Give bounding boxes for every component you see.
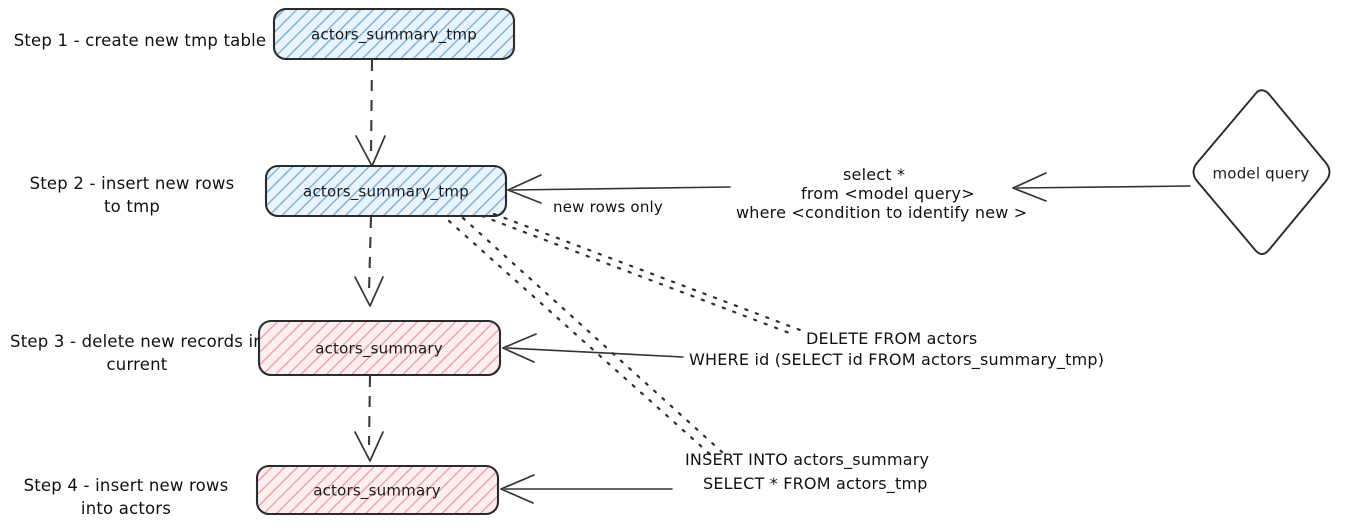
edge-step2-to-step3 [354, 216, 384, 307]
step-4-group: Step 4 - insert new rows into actors act… [24, 464, 500, 518]
insert-query-group: INSERT INTO actors_summary SELECT * FROM… [685, 450, 929, 494]
step-2-label-line-2: to tmp [104, 197, 160, 216]
edge-step2-to-insert-query [447, 216, 724, 458]
model-query-label: model query [1213, 165, 1310, 183]
step-4-label-line-1: Step 4 - insert new rows [24, 476, 229, 495]
step-2-group: Step 2 - insert new rows to tmp actors_s… [30, 164, 508, 218]
delete-query-group: DELETE FROM actors WHERE id (SELECT id F… [689, 329, 1104, 370]
node-actors-summary-4[interactable]: actors_summary [255, 464, 500, 516]
target-table-box-label: actors_summary [313, 482, 441, 501]
insert-query-line-1: INSERT INTO actors_summary [685, 450, 929, 470]
step-3-group: Step 3 - delete new records in current a… [10, 319, 502, 377]
model-query-diamond[interactable] [1192, 89, 1331, 255]
edge-step2-to-delete-query [480, 212, 802, 336]
tmp-table-box-label: actors_summary_tmp [311, 26, 477, 45]
delete-query-line-2: WHERE id (SELECT id FROM actors_summary_… [689, 350, 1104, 370]
delete-query-line-1: DELETE FROM actors [806, 329, 977, 348]
select-query-line-3: where <condition to identify new > [736, 203, 1027, 222]
tmp-table-box-label: actors_summary_tmp [303, 183, 469, 202]
select-query-line-1: select * [843, 165, 905, 184]
edge-label-new-rows-only: new rows only [553, 198, 663, 216]
target-table-box[interactable] [255, 464, 500, 516]
step-3-label-line-1: Step 3 - delete new records in [10, 332, 264, 351]
step-4-label-line-2: into actors [81, 499, 171, 518]
step-1-group: Step 1 - create new tmp table actors_sum… [14, 7, 516, 61]
select-query-line-2: from <model query> [801, 184, 975, 203]
edge-delete-query-to-step3 [502, 333, 684, 363]
insert-query-line-2: SELECT * FROM actors_tmp [703, 474, 928, 494]
select-query-group: select * from <model query> where <condi… [736, 165, 1027, 222]
node-actors-summary-3[interactable]: actors_summary [257, 319, 502, 377]
node-actors-summary-tmp-2[interactable]: actors_summary_tmp [264, 164, 508, 218]
node-actors-summary-tmp-1[interactable]: actors_summary_tmp [272, 7, 516, 61]
edge-step1-to-step2 [355, 59, 386, 167]
target-table-box-label: actors_summary [315, 340, 443, 359]
node-model-query[interactable]: model query [1192, 89, 1331, 255]
edge-query-to-step2: new rows only [507, 174, 731, 216]
edge-model-query-to-select [1012, 172, 1191, 202]
edge-step3-to-step4 [354, 375, 384, 462]
tmp-table-box[interactable] [264, 164, 508, 218]
step-2-label-line-1: Step 2 - insert new rows [30, 174, 235, 193]
edge-insert-query-to-step4 [500, 474, 673, 504]
tmp-table-box[interactable] [272, 7, 516, 61]
step-1-label: Step 1 - create new tmp table [14, 31, 267, 50]
step-3-label-line-2: current [107, 355, 168, 374]
target-table-box[interactable] [257, 319, 502, 377]
